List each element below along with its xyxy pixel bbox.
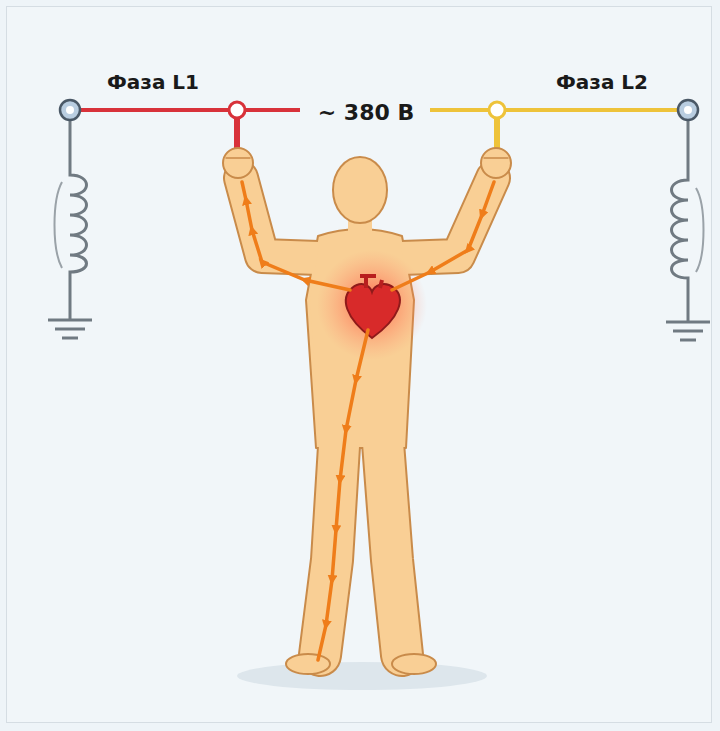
phase-label: Фаза L1 (107, 70, 199, 94)
current-path (242, 182, 494, 660)
phase-l2-wire (430, 102, 688, 165)
floor-shadow (237, 662, 487, 690)
phase-l1-wire (70, 102, 300, 165)
voltage-label: ~ 380 В (314, 100, 418, 125)
human-figure (223, 148, 511, 674)
phase-label: Фаза L2 (556, 70, 648, 94)
left-grounded-winding (48, 118, 92, 338)
right-grounded-winding (666, 118, 710, 340)
heart-symbol (317, 250, 427, 360)
